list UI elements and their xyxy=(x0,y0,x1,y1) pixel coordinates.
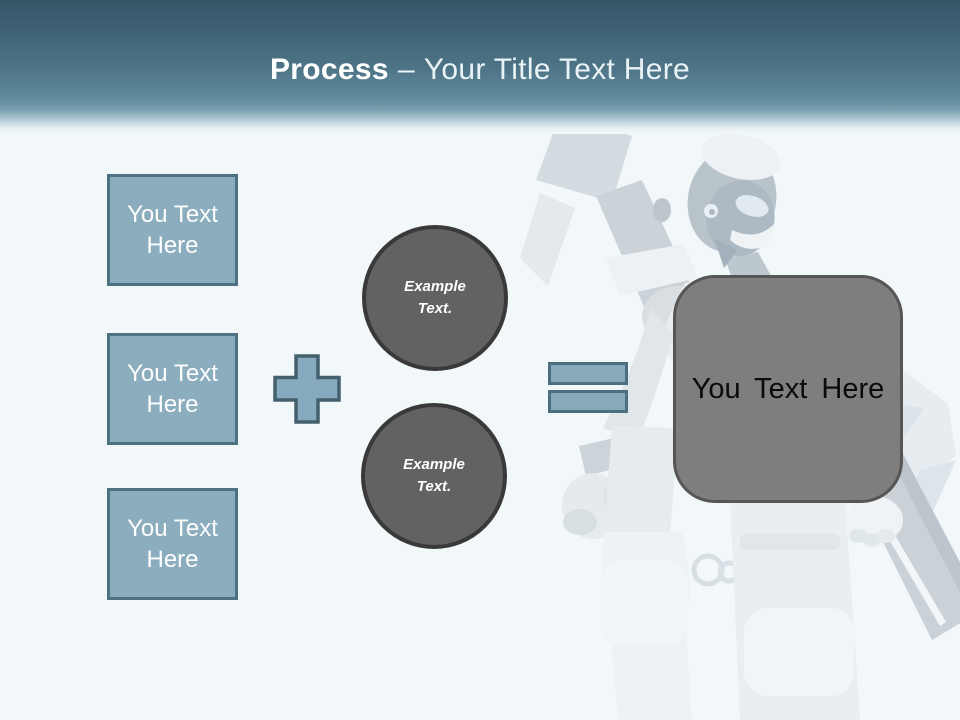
example-circle-2[interactable]: Example Text. xyxy=(361,403,507,549)
equals-sign-bottom-bar[interactable] xyxy=(548,390,628,413)
slide-title[interactable]: Process–Your Title Text Here xyxy=(0,53,960,87)
example-circle-1[interactable]: Example Text. xyxy=(362,225,508,371)
input-box-1[interactable]: You Text Here xyxy=(107,174,238,286)
slide-title-text: Your Title Text Here xyxy=(423,53,690,86)
input-box-3-label: You Text Here xyxy=(127,515,218,573)
slide-title-emphasis: Process xyxy=(269,53,389,86)
example-circle-2-label: Example Text. xyxy=(403,456,465,495)
result-box[interactable]: You Text Here xyxy=(673,275,903,503)
equals-sign-top-bar[interactable] xyxy=(548,362,628,385)
input-box-2[interactable]: You Text Here xyxy=(107,333,238,445)
input-box-2-label: You Text Here xyxy=(127,360,218,418)
title-separator: – xyxy=(397,53,415,86)
plus-sign-shape[interactable] xyxy=(273,354,341,429)
input-box-3[interactable]: You Text Here xyxy=(107,488,238,600)
result-box-label: You Text Here xyxy=(691,372,885,405)
example-circle-1-label: Example Text. xyxy=(404,278,466,317)
title-band xyxy=(0,0,960,134)
input-box-1-label: You Text Here xyxy=(127,201,218,259)
plus-icon xyxy=(273,354,341,424)
